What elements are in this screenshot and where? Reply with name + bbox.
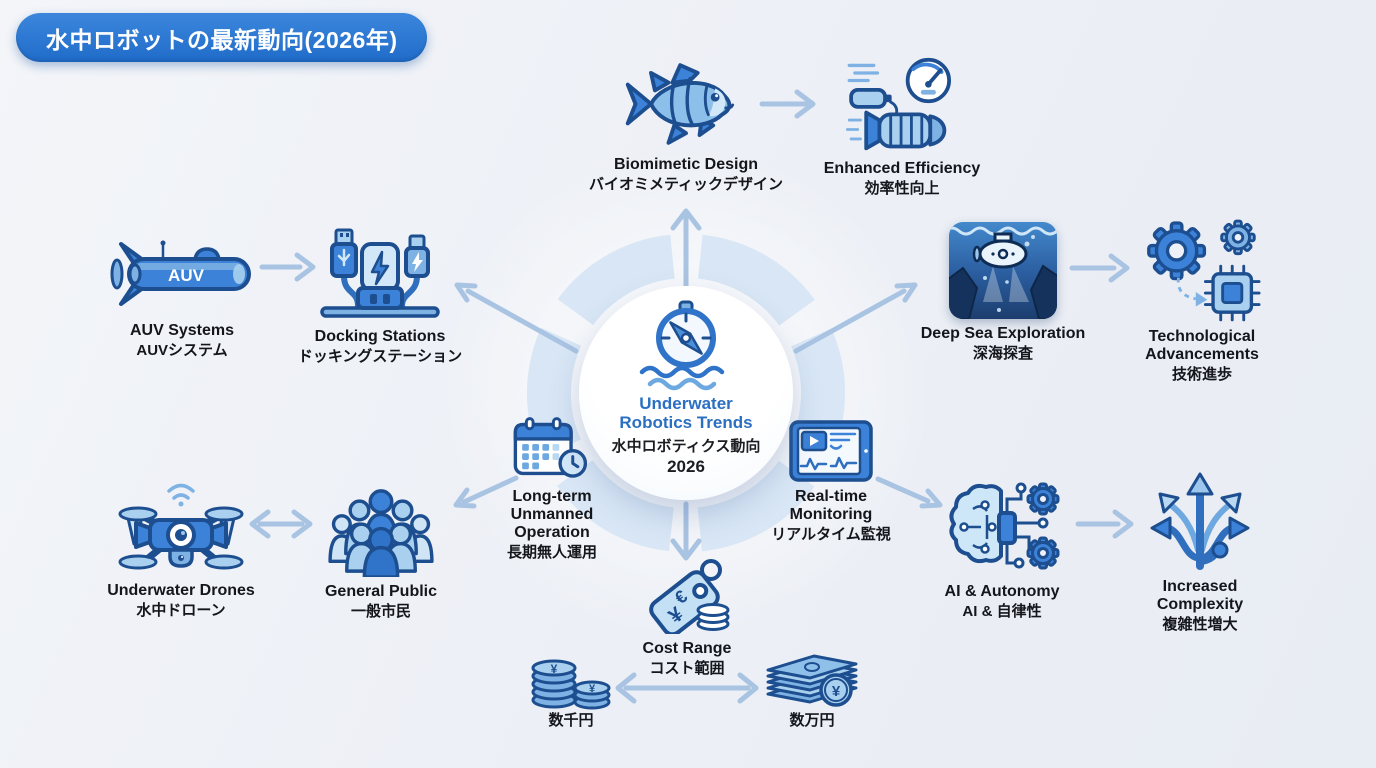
underwater-drone-icon (118, 483, 244, 570)
thruster-speedometer-icon (845, 57, 951, 151)
coin-yen-glyph: ¥ (551, 662, 558, 676)
node-label-en: Enhanced Efficiency (823, 160, 981, 177)
node-label-ja: ドッキングステーション (297, 347, 463, 365)
node-underwater-drones: Underwater Drones 水中ドローン (76, 478, 286, 621)
node-label-ja: 長期無人運用 (506, 543, 597, 561)
coin-yen-glyph: ¥ (589, 683, 596, 695)
hub-title-en: Underwater Robotics Trends (619, 394, 753, 433)
arrow-deepsea-to-tech (1069, 253, 1130, 283)
node-label-en: Deep Sea Exploration (920, 325, 1086, 342)
node-label-en: Cost Range (642, 640, 732, 657)
node-label-ja: リアルタイム監視 (771, 525, 891, 543)
arrow-cost-low-high-both (615, 672, 759, 704)
node-label-en: Real-time Monitoring (789, 488, 873, 523)
node-label-ja: コスト範囲 (649, 659, 725, 677)
node-cost-high: ¥ 数万円 (752, 644, 872, 731)
center-hub: Underwater Robotics Trends 水中ロボティクス動向 20… (579, 286, 793, 500)
node-increased-complexity: Increased Complexity 複雑性増大 (1125, 470, 1275, 635)
node-label-en: Technological Advancements (1145, 328, 1259, 363)
node-label-ja: 数千円 (548, 712, 594, 729)
hub-title-ja: 水中ロボティクス動向 (611, 438, 761, 456)
auv-submarine-icon: AUV (110, 240, 251, 306)
node-deep-sea-exploration: Deep Sea Exploration 深海探査 (898, 222, 1108, 364)
node-cost-low: ¥ ¥ 数千円 (511, 652, 631, 731)
node-label-en: Underwater Drones (107, 582, 255, 599)
banknote-stack-icon: ¥ (766, 654, 858, 707)
node-label-en: Increased Complexity (1156, 578, 1244, 613)
crowd-people-icon (328, 489, 434, 577)
node-enhanced-efficiency: Enhanced Efficiency 効率性向上 (802, 56, 1002, 199)
node-label-ja: 複雑性増大 (1162, 615, 1238, 633)
docking-station-icon (320, 228, 440, 318)
node-label-ja: 水中ドローン (136, 601, 226, 619)
node-label-ja: 一般市民 (350, 602, 411, 620)
node-label-en: General Public (324, 583, 438, 600)
calendar-clock-icon (513, 417, 587, 478)
arrow-center-to-docking (454, 282, 579, 354)
node-cost-range: ¥ € Cost Range コスト範囲 (602, 556, 772, 679)
hub-year: 2026 (667, 457, 705, 477)
node-label-en: Biomimetic Design (613, 156, 759, 173)
node-label-en: AI & Autonomy (944, 583, 1060, 600)
node-label-ja: 技術進歩 (1171, 365, 1232, 383)
compass-waves-icon (639, 300, 725, 391)
node-technological-advancements: Technological Advancements 技術進歩 (1117, 218, 1287, 385)
node-realtime-monitoring: Real-time Monitoring リアルタイム監視 (746, 420, 916, 545)
node-docking-stations: Docking Stations ドッキングステーション (265, 222, 495, 367)
coin-stack-icon: ¥ ¥ (531, 659, 611, 710)
node-label-ja: AI & 自律性 (962, 602, 1042, 620)
node-longterm-unmanned-operation: Long-term Unmanned Operation 長期無人運用 (477, 416, 627, 562)
node-label-en: Docking Stations (314, 328, 446, 345)
price-tag-icon: ¥ € (649, 559, 730, 634)
fish-icon (625, 63, 735, 145)
node-general-public: General Public 一般市民 (296, 485, 466, 622)
node-label-ja: AUVシステム (136, 341, 228, 359)
arrow-center-to-deepsea (793, 282, 918, 354)
node-auv-systems: AUV AUV Systems AUVシステム (82, 232, 282, 361)
arrow-drones-public-both (249, 509, 313, 539)
arrow-auv-to-docking (259, 252, 316, 282)
branching-arrows-icon (1150, 472, 1250, 570)
page-title: 水中ロボットの最新動向(2026年) (46, 26, 398, 53)
node-label-en: AUV Systems (129, 322, 235, 339)
arrow-ai-to-complexity (1075, 509, 1134, 539)
arrow-longterm-to-public (453, 475, 519, 509)
node-biomimetic-design: Biomimetic Design バイオミメティックデザイン (561, 58, 811, 195)
gears-chip-icon (1146, 219, 1261, 322)
arrow-center-to-cost (670, 501, 702, 561)
node-label-en: Long-term Unmanned Operation (510, 488, 594, 541)
monitor-tablet-icon (789, 420, 873, 482)
title-banner: 水中ロボットの最新動向(2026年) (16, 13, 428, 62)
node-label-ja: 数万円 (789, 712, 835, 729)
node-ai-autonomy: AI & Autonomy AI & 自律性 (917, 479, 1087, 622)
node-label-ja: 効率性向上 (864, 179, 940, 197)
deep-sea-icon (949, 222, 1057, 319)
node-label-ja: 深海探査 (972, 344, 1033, 362)
arrow-biomimetic-to-efficiency (759, 89, 816, 119)
brain-circuit-gears-icon (949, 482, 1060, 570)
node-label-ja: バイオミメティックデザイン (588, 175, 784, 193)
note-yen-glyph: ¥ (832, 683, 841, 700)
arrow-realtime-to-ai (875, 476, 943, 509)
auv-badge-text: AUV (168, 266, 205, 285)
